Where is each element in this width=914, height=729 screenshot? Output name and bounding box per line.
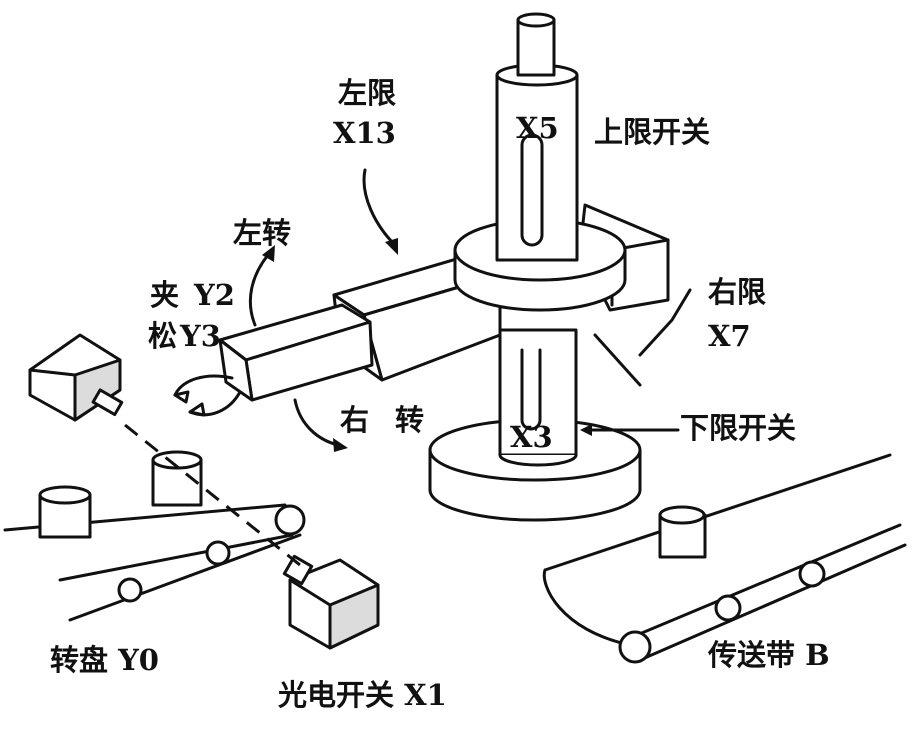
- rotate-right-label-1: 右: [340, 403, 369, 437]
- release-label: 松: [148, 319, 177, 353]
- lower-limit-pointer: [580, 424, 680, 436]
- rotate-right-arrow: [293, 398, 348, 452]
- release-code: Y3: [179, 319, 221, 353]
- workpiece-3: [658, 505, 707, 559]
- left-limit-label: 左限: [338, 76, 396, 110]
- gripper: [173, 374, 242, 417]
- upper-limit-code: X5: [516, 111, 559, 145]
- upper-column: [495, 63, 579, 262]
- lower-limit-switch-label: 下限开关: [680, 411, 796, 445]
- right-limit-label: 右限: [708, 275, 766, 309]
- lower-limit-code: X3: [510, 420, 553, 454]
- right-conveyor: [542, 453, 907, 664]
- rotate-left-arrow: [248, 245, 275, 327]
- photo-beam: [124, 423, 301, 567]
- left-limit-arrow: [362, 168, 398, 255]
- arm-inner: [218, 303, 374, 402]
- lower-column: [498, 328, 578, 467]
- top-rod: [516, 12, 556, 77]
- rotate-left-label: 左转: [233, 216, 291, 250]
- rotate-right-label-2: 转: [395, 403, 424, 437]
- workpiece-1: [38, 485, 92, 539]
- photo-receiver: [282, 554, 380, 650]
- clamp-label: 夹: [150, 278, 179, 312]
- right-limit-pointer: [593, 288, 692, 387]
- photo-switch-label: 光电开关 X1: [278, 678, 447, 712]
- left-limit-code: X13: [333, 116, 396, 150]
- right-limit-code: X7: [708, 319, 751, 353]
- left-conveyor: [3, 503, 306, 622]
- clamp-code: Y2: [193, 278, 235, 312]
- photo-emitter: [28, 333, 124, 422]
- conveyor-label: 传送带 B: [707, 638, 830, 672]
- upper-limit-switch-label: 上限开关: [594, 115, 710, 149]
- turntable-label: 转盘 Y0: [50, 643, 159, 677]
